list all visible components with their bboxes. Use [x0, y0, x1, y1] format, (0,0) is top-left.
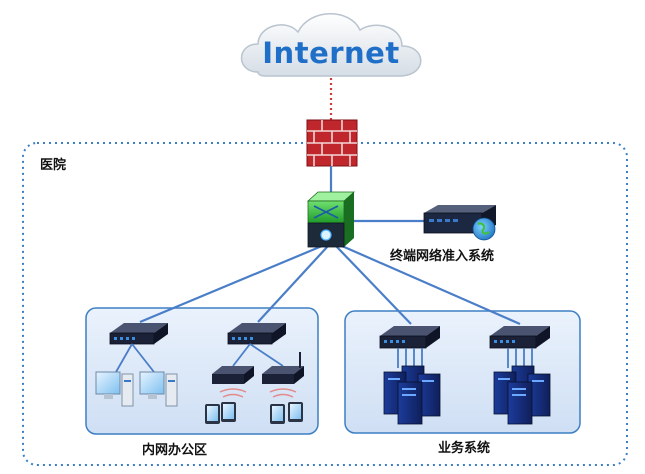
pc-left-icon — [95, 371, 134, 407]
hospital-zone-label: 医院 — [40, 158, 67, 173]
wifi-signal-icon — [219, 388, 297, 398]
tablet-icons — [205, 402, 303, 424]
pc-right-icon — [139, 371, 178, 407]
internet-cloud-icon — [240, 13, 422, 77]
internet-label: Internet — [262, 36, 400, 70]
office-access-links — [115, 343, 284, 373]
server-cluster-right-icon — [493, 365, 551, 425]
business-switch-left-icon — [379, 326, 440, 349]
wireless-router-right-icon — [262, 352, 304, 384]
firewall-icon — [306, 119, 358, 167]
wireless-router-left-icon — [212, 366, 254, 384]
nac-server-icon — [423, 205, 496, 241]
server-cluster-left-icon — [383, 365, 441, 425]
business-zone-label: 业务系统 — [438, 441, 491, 456]
office-switch-left-icon — [109, 323, 168, 345]
business-access-links — [397, 348, 533, 368]
office-zone-label: 内网办公区 — [142, 443, 208, 458]
nac-system-label: 终端网络准入系统 — [390, 249, 495, 264]
business-switch-right-icon — [489, 326, 550, 349]
core-switch-icon — [306, 191, 356, 248]
office-switch-right-icon — [227, 323, 286, 345]
core-distribution-links — [139, 244, 521, 326]
